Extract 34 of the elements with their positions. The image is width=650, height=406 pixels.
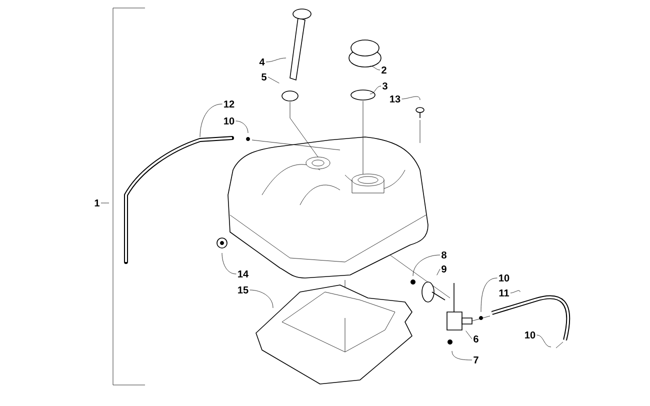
leader-line [480, 278, 498, 312]
leader-line [466, 330, 472, 340]
leader-line [370, 86, 382, 94]
callout-number: 6 [474, 335, 478, 343]
leader-line [200, 104, 222, 138]
callout-number: 10 [224, 117, 234, 125]
leader-line [268, 76, 280, 84]
callout-number: 3 [382, 82, 388, 90]
callout-number: 11 [499, 290, 509, 296]
callout-number: 12 [224, 100, 234, 108]
callout-number: 1 [94, 200, 100, 206]
leader-line [250, 290, 274, 308]
callout-number: 5 [262, 74, 266, 80]
leader-line [402, 96, 420, 100]
callout-number: 10 [499, 274, 510, 282]
callout-number: 7 [474, 356, 478, 364]
callout-number: 2 [382, 66, 386, 74]
callout-number: 10 [525, 331, 536, 339]
callout-number: 13 [390, 95, 400, 103]
leader-line [436, 268, 440, 276]
leader-line [222, 252, 236, 274]
leader-line [266, 58, 286, 62]
callout-number: 4 [259, 58, 265, 66]
leader-line [510, 290, 520, 294]
leader-line [412, 254, 440, 276]
leader-line [100, 202, 110, 204]
callout-number: 14 [238, 270, 248, 278]
leader-line [236, 120, 248, 134]
leader-line [536, 334, 552, 348]
leader-line [370, 66, 380, 70]
callout-number: 8 [442, 251, 446, 259]
callout-number: 15 [238, 286, 248, 294]
callout-number: 9 [442, 265, 446, 273]
leader-line [452, 350, 472, 360]
